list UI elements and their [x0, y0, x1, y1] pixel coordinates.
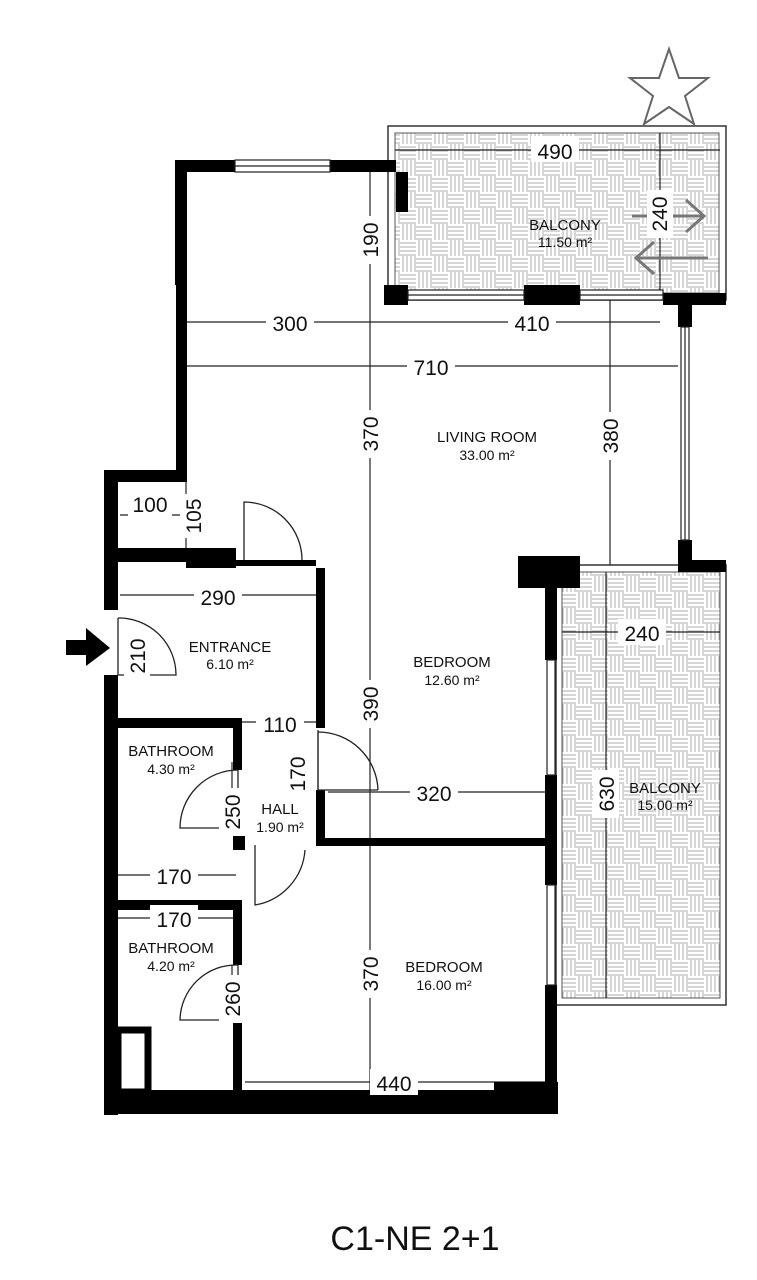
star-icon [627, 45, 711, 127]
room-area-living: 33.00 m² [459, 447, 515, 463]
room-name-bedroom2: BEDROOM [405, 959, 483, 976]
dim-390: 390 [360, 686, 383, 721]
dim-490: 490 [537, 141, 572, 164]
dim-370-living: 370 [360, 416, 383, 451]
dim-240-top: 240 [649, 196, 672, 231]
dim-370-bed: 370 [360, 956, 383, 991]
room-name-balcony-right: BALCONY [629, 780, 701, 797]
dim-260: 260 [222, 981, 245, 1016]
dim-170-bath1: 170 [156, 866, 191, 889]
dim-410: 410 [514, 313, 549, 336]
dim-710: 710 [413, 357, 448, 380]
room-name-entrance: ENTRANCE [189, 639, 272, 656]
dim-100: 100 [132, 494, 167, 517]
room-area-balcony-right: 15.00 m² [637, 797, 693, 813]
dim-190: 190 [360, 222, 383, 257]
room-name-bathroom1: BATHROOM [128, 743, 214, 760]
room-name-bathroom2: BATHROOM [128, 940, 214, 957]
dim-320: 320 [416, 783, 451, 806]
dim-110: 110 [263, 714, 296, 737]
room-area-entrance: 6.10 m² [206, 656, 254, 672]
dim-170-hall: 170 [287, 756, 310, 791]
room-name-balcony-top: BALCONY [529, 217, 601, 234]
entry-arrow-icon [66, 628, 110, 666]
room-name-bedroom1: BEDROOM [413, 654, 491, 671]
room-area-balcony-top: 11.50 m² [538, 234, 593, 250]
walls [104, 160, 726, 1115]
room-name-living: LIVING ROOM [437, 429, 537, 446]
dim-105: 105 [183, 498, 206, 533]
dim-250: 250 [222, 794, 245, 829]
dim-300: 300 [272, 313, 307, 336]
dim-170-bath2: 170 [156, 909, 191, 932]
doors [117, 501, 379, 1021]
room-area-bathroom1: 4.30 m² [147, 761, 195, 777]
room-area-bedroom1: 12.60 m² [424, 672, 480, 688]
room-area-bathroom2: 4.20 m² [147, 958, 195, 974]
room-area-bedroom2: 16.00 m² [416, 977, 472, 993]
dim-240-right: 240 [624, 623, 659, 646]
dim-440: 440 [376, 1073, 411, 1096]
dim-630: 630 [596, 776, 619, 811]
windows [234, 159, 690, 986]
room-name-hall: HALL [261, 801, 299, 818]
dim-380: 380 [600, 418, 623, 453]
dim-210: 210 [127, 638, 150, 673]
plan-title: C1-NE 2+1 [330, 1220, 499, 1258]
room-area-hall: 1.90 m² [256, 819, 304, 835]
dim-290: 290 [200, 587, 235, 610]
